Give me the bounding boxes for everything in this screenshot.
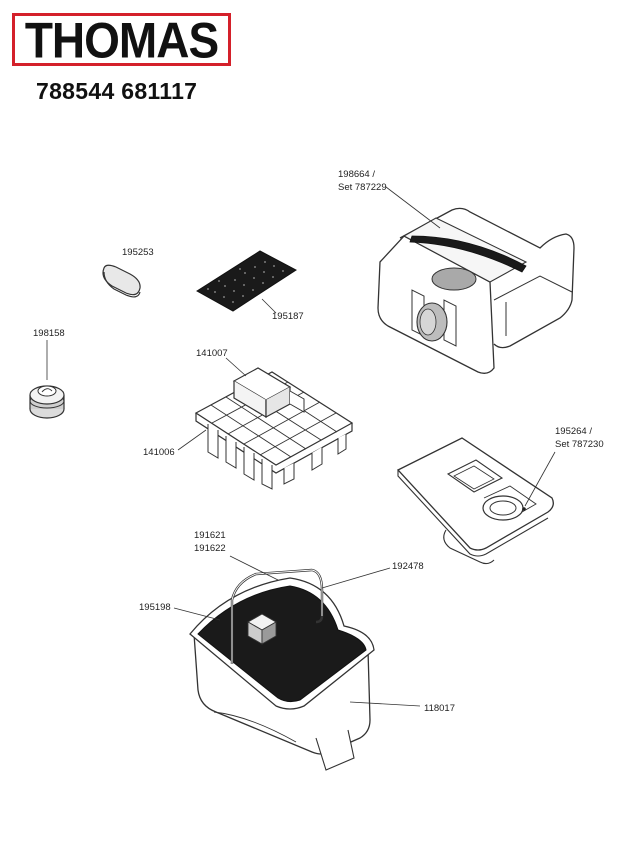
label-195198: 195198 <box>139 602 171 613</box>
part-191621-valve <box>247 613 277 645</box>
part-192478-handle <box>230 568 324 664</box>
label-141006: 141006 <box>143 447 175 458</box>
label-195187: 195187 <box>272 311 304 322</box>
label-195253: 195253 <box>122 247 154 258</box>
part-195253-pad <box>102 264 141 298</box>
thomas-logo: THOMAS <box>12 13 231 66</box>
part-118017-tank <box>173 555 421 771</box>
label-198664-line2: Set 787229 <box>338 182 387 193</box>
part-141006-grid-insert <box>177 357 354 490</box>
brand-name: THOMAS <box>24 11 219 68</box>
label-118017: 118017 <box>424 703 455 714</box>
part-198158-plug <box>29 340 65 419</box>
label-198158: 198158 <box>33 328 65 339</box>
part-195187-filter <box>196 250 297 314</box>
part-198664-housing <box>377 186 575 374</box>
part-141007-box <box>232 367 305 419</box>
label-192478: 192478 <box>392 561 424 572</box>
part-195264-bag-holder <box>396 437 556 565</box>
label-195264-line1: 195264 / <box>555 426 592 437</box>
label-191622: 191622 <box>194 543 226 554</box>
label-141007: 141007 <box>196 348 228 359</box>
label-191621: 191621 <box>194 530 226 541</box>
label-195264-line2: Set 787230 <box>555 439 604 450</box>
label-198664-line1: 198664 / <box>338 169 375 180</box>
model-numbers: 788544 681117 <box>36 78 198 104</box>
